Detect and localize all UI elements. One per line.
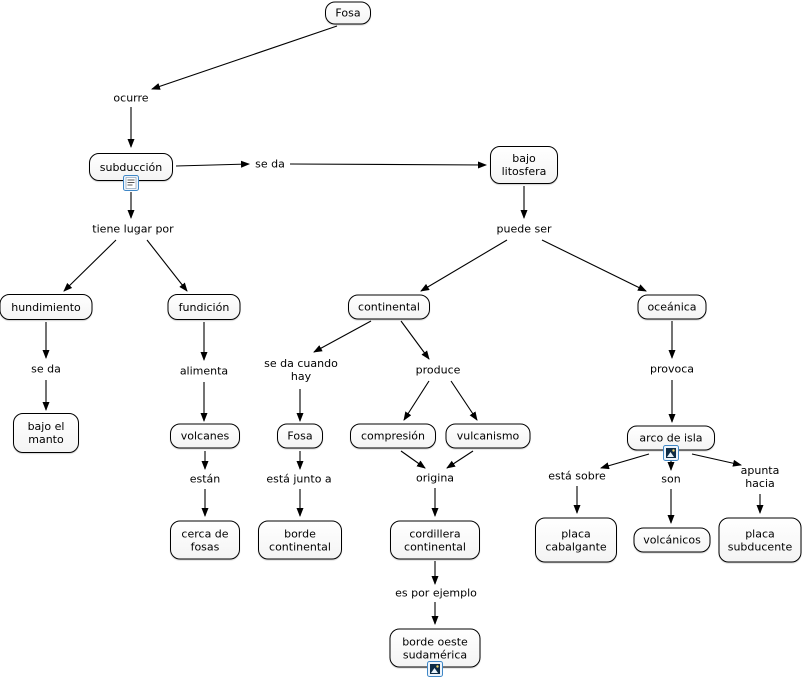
link-label-provoca[interactable]: provoca [649, 362, 695, 376]
text-resource-icon[interactable] [123, 175, 139, 191]
concept-node-compresion[interactable]: compresión [350, 423, 436, 449]
concept-node-hundimiento[interactable]: hundimiento [0, 294, 93, 320]
concept-node-fosa-top[interactable]: Fosa [325, 1, 371, 25]
link-label-alimenta[interactable]: alimenta [179, 364, 229, 378]
edge-puede-ser-to-oceanica [541, 239, 647, 292]
concept-node-oceanica[interactable]: oceánica [637, 294, 707, 320]
link-label-esta-junto-a[interactable]: está junto a [266, 472, 332, 486]
concept-node-bajo-litosfera[interactable]: bajo litosfera [490, 146, 558, 184]
image-resource-icon[interactable] [663, 445, 679, 461]
concept-node-cerca-de-fosas[interactable]: cerca de fosas [170, 520, 240, 560]
concept-node-volcanicos[interactable]: volcánicos [633, 527, 711, 553]
edge-produce-to-vulcanismo [450, 380, 478, 421]
link-label-son[interactable]: son [661, 472, 681, 486]
link-label-estan[interactable]: están [189, 472, 221, 486]
concept-node-fundicion[interactable]: fundición [167, 294, 241, 320]
link-label-se-da-2[interactable]: se da [31, 362, 61, 376]
concept-node-fosa-2[interactable]: Fosa [277, 423, 323, 449]
concept-node-volcanes[interactable]: volcanes [170, 423, 240, 449]
link-label-se-da-cuando-hay[interactable]: se da cuando hay [264, 357, 338, 383]
link-label-ocurre[interactable]: ocurre [113, 91, 149, 105]
concept-node-vulcanismo[interactable]: vulcanismo [445, 423, 531, 449]
edge-fosa-top-to-ocurre [151, 25, 338, 90]
edge-produce-to-compresion [403, 380, 430, 421]
edge-arco-de-isla-to-esta-sobre [600, 453, 650, 470]
edge-tiene-lugar-por-to-fundicion [146, 239, 188, 292]
link-label-puede-ser[interactable]: puede ser [496, 222, 552, 236]
link-label-es-por-ejemplo[interactable]: es por ejemplo [395, 586, 477, 600]
edge-continental-to-produce [400, 320, 430, 360]
link-label-produce[interactable]: produce [415, 363, 461, 377]
link-label-apunta-hacia[interactable]: apunta hacia [740, 464, 780, 490]
edge-puede-ser-to-continental [420, 239, 508, 292]
concept-node-placa-cabalgante[interactable]: placa cabalgante [535, 517, 617, 563]
concept-node-bajo-el-manto[interactable]: bajo el manto [13, 413, 79, 453]
edge-vulcanismo-to-origina [446, 450, 474, 469]
edge-subduccion-to-se-da-1 [175, 160, 250, 168]
link-label-esta-sobre[interactable]: está sobre [548, 469, 606, 483]
image-resource-icon[interactable] [427, 661, 443, 677]
edge-continental-to-se-da-cuando-hay [313, 320, 372, 353]
link-label-se-da-1[interactable]: se da [255, 157, 285, 171]
concept-node-borde-oeste-sudamerica[interactable]: borde oeste sudamérica [389, 628, 481, 668]
edge-tiene-lugar-por-to-hundimiento [63, 239, 117, 292]
concept-node-cordillera-continental[interactable]: cordillera continental [390, 520, 480, 560]
edge-se-da-1-to-bajo-litosfera [289, 161, 487, 169]
edge-arco-de-isla-to-apunta-hacia [691, 453, 742, 467]
concept-node-continental[interactable]: continental [348, 294, 430, 320]
concept-node-borde-continental[interactable]: borde continental [258, 520, 342, 560]
link-label-tiene-lugar-por[interactable]: tiene lugar por [92, 222, 174, 236]
concept-node-placa-subducente[interactable]: placa subducente [718, 517, 802, 563]
link-label-origina[interactable]: origina [415, 471, 455, 485]
edge-compresion-to-origina [400, 450, 426, 469]
